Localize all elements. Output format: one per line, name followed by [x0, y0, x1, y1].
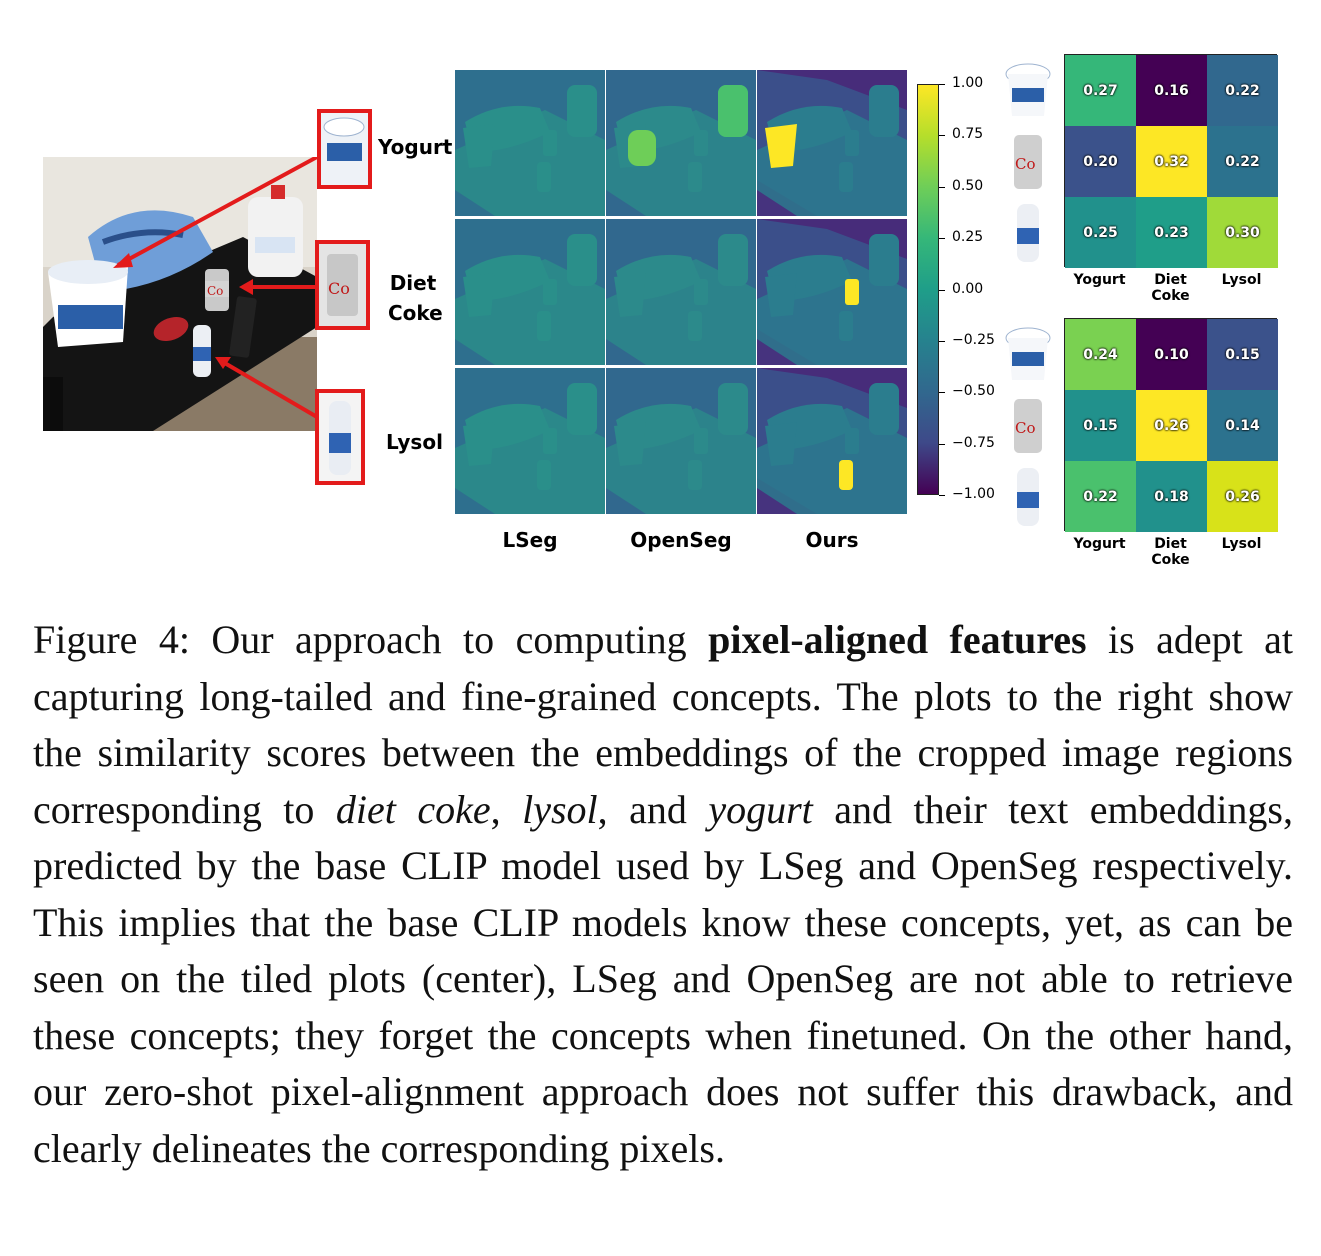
method-label-lseg: LSeg — [502, 528, 558, 552]
caption-text-4: , and — [597, 786, 709, 832]
colorbar-tick-mark — [939, 289, 945, 291]
matrix-cell: 0.22 — [1207, 126, 1278, 197]
heatmap-openseg-yogurt — [606, 70, 756, 216]
colorbar-tick-mark — [939, 84, 945, 85]
caption-text-5: and their text embeddings, predicted by … — [33, 786, 1293, 1171]
colorbar-tick-label: −0.75 — [952, 434, 995, 451]
diet-coke-thumbnail: Co — [1002, 393, 1054, 457]
heatmap-lseg-diet-coke — [455, 219, 605, 365]
scene-photo: Co — [43, 157, 317, 431]
svg-text:Co: Co — [1015, 419, 1036, 437]
colorbar-tick-mark — [939, 392, 945, 394]
lysol-label: Lysol — [386, 430, 443, 454]
caption-text-1: Figure 4: Our approach to computing — [33, 617, 709, 662]
heatmap-ours-diet-coke — [757, 219, 907, 365]
caption-term-yogurt: yogurt — [708, 786, 813, 832]
diet-coke-label-line2: Coke — [388, 301, 443, 325]
yogurt-thumbnail — [1002, 322, 1054, 386]
caption-bold-term: pixel-aligned features — [708, 617, 1087, 662]
matrix-column-label: Lysol — [1221, 536, 1262, 552]
svg-text:Co: Co — [207, 284, 223, 298]
matrix-cell: 0.26 — [1136, 390, 1207, 461]
method-label-ours: Ours — [805, 528, 859, 552]
matrix-cell: 0.30 — [1207, 197, 1278, 268]
colorbar-tick-mark — [939, 186, 945, 188]
colorbar-tick-label: 0.25 — [952, 229, 984, 246]
matrix-cell: 0.20 — [1065, 126, 1136, 197]
svg-text:Co: Co — [328, 279, 350, 298]
colorbar-tick-mark — [939, 340, 945, 342]
colorbar-tick-label: −1.00 — [952, 486, 995, 502]
matrix-cell: 0.27 — [1065, 55, 1136, 126]
colorbar-tick-mark — [939, 238, 945, 240]
heatmap-openseg-diet-coke — [606, 219, 756, 365]
matrix-cell: 0.18 — [1136, 461, 1207, 532]
diet-coke-label-line1: Diet — [389, 271, 437, 295]
matrix-cell: 0.10 — [1136, 319, 1207, 390]
matrix-column-label: Lysol — [1221, 272, 1262, 288]
matrix-cell: 0.23 — [1136, 197, 1207, 268]
colorbar-tick-label: 1.00 — [952, 75, 984, 91]
matrix-cell: 0.24 — [1065, 319, 1136, 390]
matrix-cell: 0.15 — [1207, 319, 1278, 390]
yogurt-crop — [317, 109, 372, 189]
heatmap-openseg-lysol — [606, 368, 756, 514]
caption-text-2: is adept at capturing long-tailed and fi… — [33, 617, 1294, 832]
svg-text:Co: Co — [1015, 155, 1036, 173]
lysol-thumbnail — [1002, 200, 1054, 264]
matrix-cell: 0.15 — [1065, 390, 1136, 461]
colorbar-tick-label: 0.75 — [952, 126, 984, 143]
matrix-cell: 0.22 — [1207, 55, 1278, 126]
lysol-thumbnail — [1002, 464, 1054, 528]
heatmap-ours-yogurt — [757, 70, 907, 216]
matrix-column-label: Diet Coke — [1151, 272, 1190, 304]
caption-text-3: , — [490, 786, 523, 832]
heatmap-lseg-yogurt — [455, 70, 605, 216]
diet-coke-thumbnail: Co — [1002, 129, 1054, 193]
matrix-column-label: Yogurt — [1073, 536, 1126, 552]
method-label-openseg: OpenSeg — [630, 528, 732, 552]
matrix-cell: 0.16 — [1136, 55, 1207, 126]
diet-coke-label: Diet Coke — [388, 268, 443, 328]
figure-caption: Figure 4: Our approach to computing pixe… — [33, 612, 1293, 1177]
colorbar-tick-label: −0.25 — [952, 331, 995, 348]
colorbar-tick-mark — [939, 495, 945, 496]
heatmap-ours-lysol — [757, 368, 907, 514]
colorbar-tick-label: 0.50 — [952, 177, 984, 194]
caption-term-lysol: lysol — [522, 786, 598, 832]
diet-coke-crop: Co — [315, 240, 370, 330]
matrix-cell: 0.26 — [1207, 461, 1278, 532]
yogurt-thumbnail — [1002, 58, 1054, 122]
matrix-column-label: Yogurt — [1073, 272, 1126, 288]
matrix-cell: 0.32 — [1136, 126, 1207, 197]
colorbar-tick-label: 0.00 — [952, 280, 984, 297]
colorbar — [917, 84, 939, 495]
colorbar-tick-mark — [939, 443, 945, 445]
matrix-cell: 0.22 — [1065, 461, 1136, 532]
caption-term-diet-coke: diet coke — [335, 786, 491, 832]
colorbar-tick-mark — [939, 135, 945, 137]
lysol-crop — [315, 389, 365, 485]
colorbar-tick-label: −0.50 — [952, 383, 995, 400]
yogurt-label: Yogurt — [378, 135, 453, 159]
heatmap-lseg-lysol — [455, 368, 605, 514]
matrix-cell: 0.14 — [1207, 390, 1278, 461]
matrix-cell: 0.25 — [1065, 197, 1136, 268]
matrix-column-label: Diet Coke — [1151, 536, 1190, 568]
